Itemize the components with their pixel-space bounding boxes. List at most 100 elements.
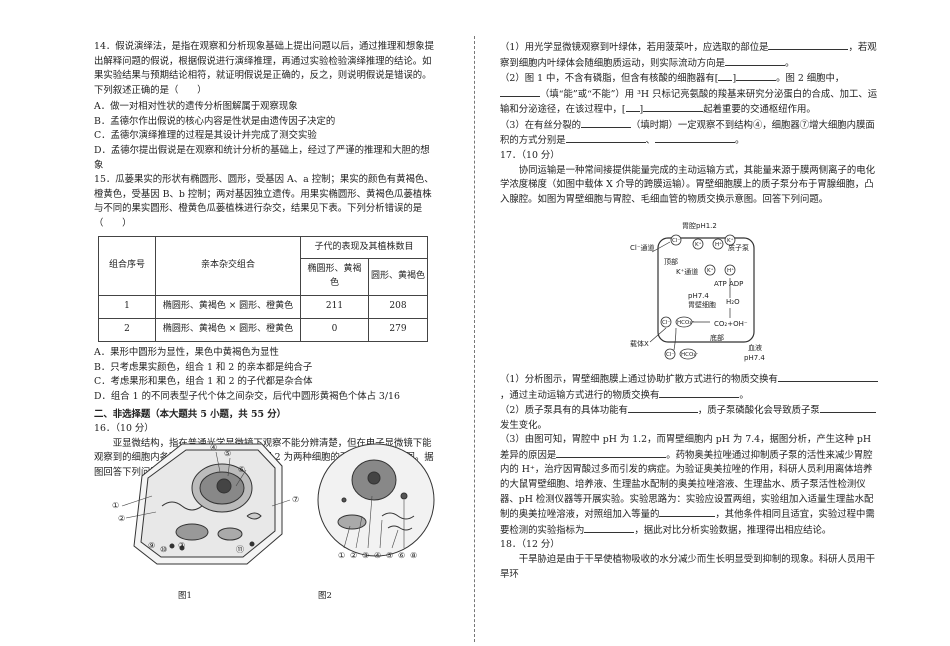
fig1-label: ⑩ bbox=[160, 545, 167, 554]
q14-option-c: C．孟德尔演绎推理的过程是其设计并完成了测交实验 bbox=[94, 130, 317, 142]
parietal-cell-diagram: 胃腔pH1.2 Cl⁻通道 顶部 K⁺通道 质子泵 ATP ADP pH7.4 … bbox=[630, 221, 765, 362]
q16-head: 16．（10 分） bbox=[94, 423, 154, 435]
text: ] bbox=[732, 73, 737, 85]
q17-head: 17．（10 分） bbox=[500, 150, 560, 162]
text: 发生变化。 bbox=[500, 419, 547, 431]
answer-blank[interactable] bbox=[819, 403, 876, 414]
text: （3）由图可知，胃腔中 pH 为 1.2，而胃壁细胞内 pH 为 7.4，据图分… bbox=[500, 434, 872, 461]
fig2-label: ④ bbox=[374, 551, 381, 560]
cl-channel-label: Cl⁻通道 bbox=[630, 243, 655, 252]
text: （2）质子泵具有的具体功能有 bbox=[500, 405, 628, 417]
text: 。 bbox=[739, 389, 749, 401]
q16-sub2: （2）图 1 中，不含有磷脂，但含有核酸的细胞器有[]。图 2 细胞中，（填“能… bbox=[500, 71, 878, 118]
figure1-labels: ① ② ③ ④ ⑤ ⑥ ⑦ ⑨ ⑩ ⑪ bbox=[112, 443, 299, 554]
answer-blank[interactable] bbox=[777, 372, 878, 382]
table-cell: 2 bbox=[98, 318, 156, 343]
answer-blank[interactable] bbox=[736, 71, 777, 82]
basal-label: 底部 bbox=[710, 333, 724, 342]
q14-option-b: B．孟德尔作出假说的核心内容是性状是由遗传因子决定的 bbox=[94, 115, 336, 127]
k-channel-label: K⁺通道 bbox=[676, 267, 698, 276]
q16-sub3: （3）在有丝分裂的（填时期）一定观察不到结构④，细胞器⑦增大细胞内膜面积的方式分… bbox=[500, 118, 878, 149]
atp-label: ATP ADP bbox=[714, 280, 743, 288]
answer-blank[interactable] bbox=[565, 133, 646, 144]
text: （填“能”或“不能”）用 ³H 只标记亮氨酸的羧基来研究分泌蛋白的合成、加工、运… bbox=[500, 88, 878, 116]
figure1-plant-cell bbox=[133, 443, 283, 565]
text: ] bbox=[639, 104, 644, 116]
fig2-label: ② bbox=[350, 551, 357, 560]
answer-blank[interactable] bbox=[725, 56, 786, 66]
answer-blank[interactable] bbox=[580, 118, 631, 128]
ion-label: H⁺ bbox=[727, 267, 734, 274]
water-label: H₂O bbox=[726, 298, 740, 306]
answer-blank[interactable] bbox=[718, 71, 733, 82]
text: 、 bbox=[645, 135, 656, 147]
answer-blank[interactable] bbox=[556, 448, 667, 458]
answer-blank[interactable] bbox=[768, 40, 849, 50]
q17-sub2: （2）质子泵具有的具体功能有，质子泵磷酸化会导致质子泵发生变化。 bbox=[500, 403, 878, 433]
answer-blank[interactable] bbox=[659, 388, 740, 398]
fig2-label: ⑥ bbox=[398, 551, 405, 560]
fig1-label: ⑦ bbox=[292, 495, 299, 504]
ion-label: HCO₃⁻ bbox=[681, 352, 699, 358]
fig1-label: ③ bbox=[178, 541, 185, 550]
fig2-label: ① bbox=[338, 551, 345, 560]
ion-label: Cl⁻ bbox=[672, 238, 680, 244]
q15-stem: 15．瓜蒌果实的形状有椭圆形、圆形，受基因 A、a 控制；果实的颜色有黄褐色、橙… bbox=[94, 174, 434, 229]
answer-blank[interactable] bbox=[584, 523, 635, 533]
section-heading: 二、非选择题（本大题共 5 小题，共 55 分） bbox=[94, 408, 287, 420]
pump-label: 质子泵 bbox=[728, 243, 749, 252]
figure1-caption: 图1 bbox=[178, 591, 192, 601]
carrier-label: 载体X bbox=[630, 339, 649, 348]
text: 。 bbox=[735, 135, 745, 147]
answer-blank[interactable] bbox=[643, 102, 704, 113]
ion-labels: Cl⁻ K⁺ H⁺ K⁺ K⁺ H⁺ Cl⁻ HCO₃⁻ Cl⁻ HCO₃⁻ bbox=[662, 237, 734, 358]
fig1-label: ② bbox=[118, 514, 125, 523]
table-header-col2: 圆形、黄褐色 bbox=[367, 258, 429, 297]
ion-label: Cl⁻ bbox=[662, 320, 670, 326]
ion-label: K⁺ bbox=[727, 237, 734, 244]
table-header-cross: 亲本杂交组合 bbox=[155, 235, 301, 297]
answer-blank[interactable] bbox=[500, 87, 540, 97]
text: 。药物奥美拉唑通过抑制质子泵的活性来减少胃腔内的 H⁺，治疗因胃酸过多而引发的病… bbox=[500, 449, 874, 521]
text: （2）图 1 中，不含有磷脂，但含有核酸的细胞器有[ bbox=[500, 73, 719, 85]
q17-sub3: （3）由图可知，胃腔中 pH 为 1.2，而胃壁细胞内 pH 为 7.4，据图分… bbox=[500, 433, 878, 538]
q15-table: 组合序号 亲本杂交组合 子代的表现及其植株数目 椭圆形、黄褐色 圆形、黄褐色 1… bbox=[98, 235, 429, 343]
q18-head: 18．（12 分） bbox=[500, 539, 560, 551]
q14-stem: 14．假说演绎法，是指在观察和分析现象基础上提出问题以后，通过推理和想象提出解释… bbox=[94, 41, 435, 96]
q14-option-d: D．孟德尔提出假说是在观察和统计分析的基础上，经过了严谨的推理和大胆的想象 bbox=[94, 145, 430, 171]
text: （3）在有丝分裂的 bbox=[500, 119, 581, 131]
text: ，其他条件相同且适宜，实验过程中需要检测的实验指标为 bbox=[500, 509, 875, 536]
table-header-col1: 椭圆形、黄褐色 bbox=[300, 258, 369, 297]
ion-label: K⁺ bbox=[695, 241, 702, 248]
figure2-cell bbox=[317, 443, 435, 557]
ion-label: H⁺ bbox=[715, 241, 722, 248]
cell-diagrams: ① ② ③ ④ ⑤ ⑥ ⑦ ⑨ ⑩ ⑪ ① ② ③ ④ ⑤ ⑥ ⑧ bbox=[112, 443, 435, 565]
q17-sub1: （1）分析图示，胃壁细胞膜上通过协助扩散方式进行的物质交换有，通过主动运输方式进… bbox=[500, 372, 878, 403]
blood-label: 血液 bbox=[748, 343, 762, 352]
diagram-arrows bbox=[649, 241, 731, 351]
right-column: （1）用光学显微镜观察到叶绿体，若用菠菜叶，应选取的部位是，若观察到细胞内叶绿体… bbox=[500, 40, 878, 207]
text: ，据此对比分析实验数据，推理得出相应结论。 bbox=[634, 524, 832, 536]
q15-option-b: B．只考虑果实颜色，组合 1 和 2 的亲本都是纯合子 bbox=[94, 361, 313, 373]
text: （1）用光学显微镜观察到叶绿体，若用菠菜叶，应选取的部位是 bbox=[500, 42, 769, 53]
q15-option-d: D．组合 1 的不同表型子代个体之间杂交，后代中圆形黄褐色个体占 3/16 bbox=[94, 390, 400, 402]
table-cell: 1 bbox=[98, 295, 156, 320]
column-divider bbox=[474, 36, 475, 642]
co2-label: CO₂+OH⁻ bbox=[714, 320, 748, 328]
answer-blank[interactable] bbox=[625, 102, 640, 113]
answer-blank[interactable] bbox=[655, 133, 736, 144]
text: 。 bbox=[785, 57, 795, 69]
left-column: 14．假说演绎法，是指在观察和分析现象基础上提出问题以后，通过推理和想象提出解释… bbox=[94, 40, 438, 480]
answer-blank[interactable] bbox=[627, 403, 698, 414]
q15-option-a: A．果形中圆形为显性，果色中黄褐色为显性 bbox=[94, 347, 279, 359]
table-row: 2 椭圆形、黄褐色 × 圆形、橙黄色 0 279 bbox=[98, 318, 429, 343]
apical-label: 顶部 bbox=[664, 257, 678, 266]
table-cell: 0 bbox=[300, 318, 369, 343]
table-cell: 椭圆形、黄褐色 × 圆形、橙黄色 bbox=[155, 295, 301, 320]
q18-intro: 干旱胁迫是由于干旱使植物吸收的水分减少而生长明显受到抑制的现象。科研人员用干旱环 bbox=[500, 553, 876, 580]
answer-blank[interactable] bbox=[659, 507, 716, 518]
text: （填时期）一定观察不到结构④，细胞器⑦增大细胞内膜面积的方式分别是 bbox=[500, 119, 875, 147]
figure1-leaders bbox=[121, 451, 291, 519]
q14-option-a: A．做一对相对性状的遗传分析图解属于观察现象 bbox=[94, 101, 298, 113]
fig2-label: ③ bbox=[362, 551, 369, 560]
